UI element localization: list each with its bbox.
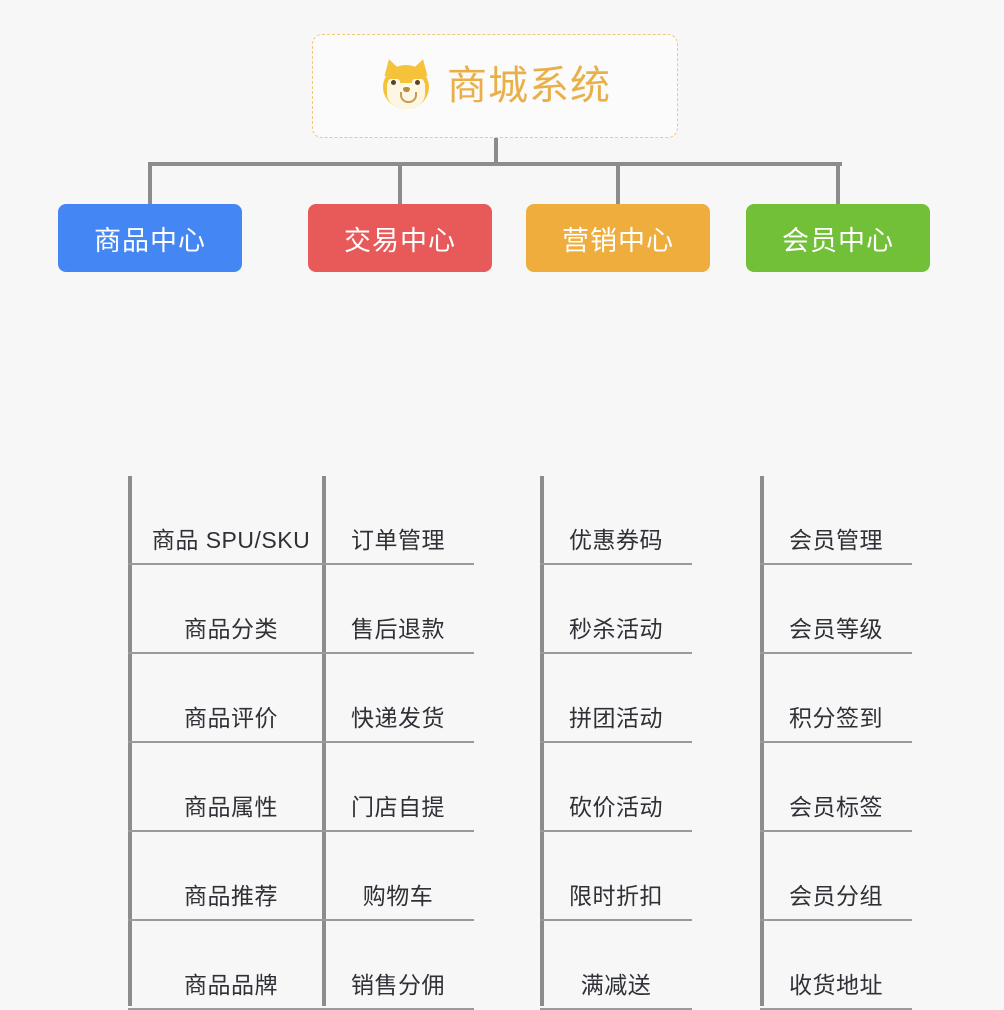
list-item[interactable]: 秒杀活动 [540, 565, 692, 654]
category-items-transaction: 订单管理 售后退款 快递发货 门店自提 购物车 销售分佣 [322, 476, 474, 1010]
dog-mouth-icon [400, 92, 417, 103]
item-label: 商品推荐 [184, 883, 278, 909]
category-label: 交易中心 [344, 225, 456, 256]
list-item[interactable]: 订单管理 [322, 476, 474, 565]
category-header-marketing[interactable]: 营销中心 [526, 204, 710, 272]
category-label: 会员中心 [782, 225, 894, 256]
item-label: 商品分类 [184, 616, 278, 642]
category-label: 商品中心 [94, 225, 206, 256]
item-label: 快递发货 [351, 705, 445, 731]
category-items-member: 会员管理 会员等级 积分签到 会员标签 会员分组 收货地址 [760, 476, 912, 1010]
connector-branch-2 [398, 162, 402, 206]
root-title: 商城系统 [447, 64, 611, 108]
item-label: 购物车 [362, 883, 434, 909]
item-label: 会员标签 [789, 794, 883, 820]
category-header-member[interactable]: 会员中心 [746, 204, 930, 272]
list-item[interactable]: 商品品牌 [128, 921, 334, 1010]
list-item[interactable]: 门店自提 [322, 743, 474, 832]
connector-branch-4 [836, 162, 840, 206]
connector-branch-1 [148, 162, 152, 206]
item-label: 砍价活动 [569, 794, 663, 820]
list-item[interactable]: 商品 SPU/SKU [128, 476, 334, 565]
item-label: 满减送 [580, 972, 652, 998]
list-item[interactable]: 销售分佣 [322, 921, 474, 1010]
item-label: 拼团活动 [569, 705, 663, 731]
list-item[interactable]: 购物车 [322, 832, 474, 921]
category-items-product: 商品 SPU/SKU 商品分类 商品评价 商品属性 商品推荐 商品品牌 [128, 476, 334, 1010]
list-item[interactable]: 商品分类 [128, 565, 334, 654]
item-label: 门店自提 [351, 794, 445, 820]
category-header-product[interactable]: 商品中心 [58, 204, 242, 272]
list-item[interactable]: 商品推荐 [128, 832, 334, 921]
connector-branch-3 [616, 162, 620, 206]
dog-eye-left-icon [388, 79, 400, 86]
list-item[interactable]: 会员等级 [760, 565, 912, 654]
item-label: 售后退款 [351, 616, 445, 642]
category-label: 营销中心 [562, 225, 674, 256]
list-item[interactable]: 商品评价 [128, 654, 334, 743]
list-item[interactable]: 优惠券码 [540, 476, 692, 565]
connector-root-vertical [494, 138, 498, 164]
item-label: 会员管理 [789, 527, 883, 553]
list-item[interactable]: 会员标签 [760, 743, 912, 832]
list-item[interactable]: 满减送 [540, 921, 692, 1010]
item-label: 会员等级 [789, 616, 883, 642]
list-item[interactable]: 会员分组 [760, 832, 912, 921]
list-item[interactable]: 收货地址 [760, 921, 912, 1010]
list-item[interactable]: 积分签到 [760, 654, 912, 743]
item-label: 商品属性 [184, 794, 278, 820]
list-item[interactable]: 商品属性 [128, 743, 334, 832]
root-node-mall-system[interactable]: 商城系统 [312, 34, 678, 138]
item-label: 积分签到 [789, 705, 883, 731]
list-item[interactable]: 砍价活动 [540, 743, 692, 832]
list-item[interactable]: 售后退款 [322, 565, 474, 654]
category-items-marketing: 优惠券码 秒杀活动 拼团活动 砍价活动 限时折扣 满减送 [540, 476, 692, 1010]
item-label: 销售分佣 [351, 972, 445, 998]
item-label: 会员分组 [789, 883, 883, 909]
category-header-transaction[interactable]: 交易中心 [308, 204, 492, 272]
connector-horizontal-bus [148, 162, 842, 166]
item-label: 商品品牌 [184, 972, 278, 998]
item-label: 商品 SPU/SKU [151, 527, 311, 553]
item-label: 商品评价 [184, 705, 278, 731]
item-label: 限时折扣 [569, 883, 663, 909]
dog-nose-icon [403, 87, 410, 92]
item-label: 秒杀活动 [569, 616, 663, 642]
category-column-marketing: 营销中心 优惠券码 秒杀活动 拼团活动 砍价活动 限时折扣 满减送 [526, 204, 710, 1010]
category-column-transaction: 交易中心 订单管理 售后退款 快递发货 门店自提 购物车 销售分佣 [308, 204, 492, 1010]
dog-eye-right-icon [412, 79, 424, 86]
item-label: 优惠券码 [569, 527, 663, 553]
list-item[interactable]: 会员管理 [760, 476, 912, 565]
item-label: 收货地址 [789, 972, 883, 998]
list-item[interactable]: 拼团活动 [540, 654, 692, 743]
list-item[interactable]: 限时折扣 [540, 832, 692, 921]
category-column-member: 会员中心 会员管理 会员等级 积分签到 会员标签 会员分组 收货地址 [746, 204, 930, 1010]
mindmap-canvas: 商城系统 商品中心 商品 SPU/SKU 商品分类 商品评价 商品属性 商品推荐… [58, 34, 930, 1010]
shiba-dog-face-icon [379, 56, 433, 113]
category-column-product: 商品中心 商品 SPU/SKU 商品分类 商品评价 商品属性 商品推荐 商品品牌 [58, 204, 334, 1010]
list-item[interactable]: 快递发货 [322, 654, 474, 743]
item-label: 订单管理 [351, 527, 445, 553]
